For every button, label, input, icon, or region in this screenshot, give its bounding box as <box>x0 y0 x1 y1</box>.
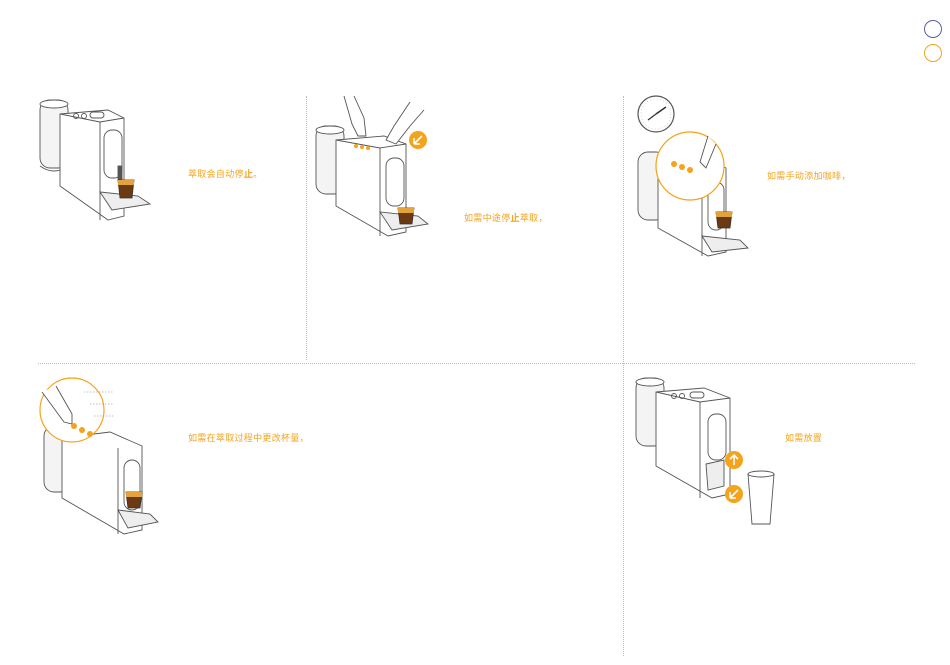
caption-step2-text: 如需中途停 <box>464 214 511 224</box>
caption-step5: 如需放置 <box>785 434 822 445</box>
row-divider <box>38 363 915 364</box>
coffee-machine-icon <box>314 96 439 241</box>
cup-icon <box>748 471 774 524</box>
column-divider-2 <box>623 96 624 656</box>
column-divider-1 <box>306 96 307 360</box>
caption-step2: 如需中途停止萃取， <box>464 214 548 225</box>
caption-step5-text: 如需放置 <box>785 434 822 444</box>
caption-step1: 萃取会自动停止。 <box>188 170 262 181</box>
caption-step4: 如需在萃取过程中更改杯量， <box>188 434 309 445</box>
caption-step1-end: 。 <box>253 170 262 180</box>
caption-step1-text: 萃取会自动停 <box>188 170 244 180</box>
caption-step4-text: 如需在萃取过程中更改杯量， <box>188 434 309 444</box>
caption-step1-bold: 止 <box>244 170 253 180</box>
caption-step3: 如需手动添加咖啡， <box>767 172 851 183</box>
caption-step2-bold: 止 <box>511 214 520 224</box>
coffee-machine-icon <box>38 376 163 536</box>
coffee-machine-icon <box>38 96 163 226</box>
indicator-circle-blue <box>924 20 942 38</box>
coffee-machine-icon <box>634 374 784 534</box>
coffee-machine-icon <box>636 128 761 258</box>
indicator-circle-orange <box>924 44 942 62</box>
caption-step3-text: 如需手动添加咖啡， <box>767 172 851 182</box>
caption-step2-end: 萃取， <box>520 214 548 224</box>
